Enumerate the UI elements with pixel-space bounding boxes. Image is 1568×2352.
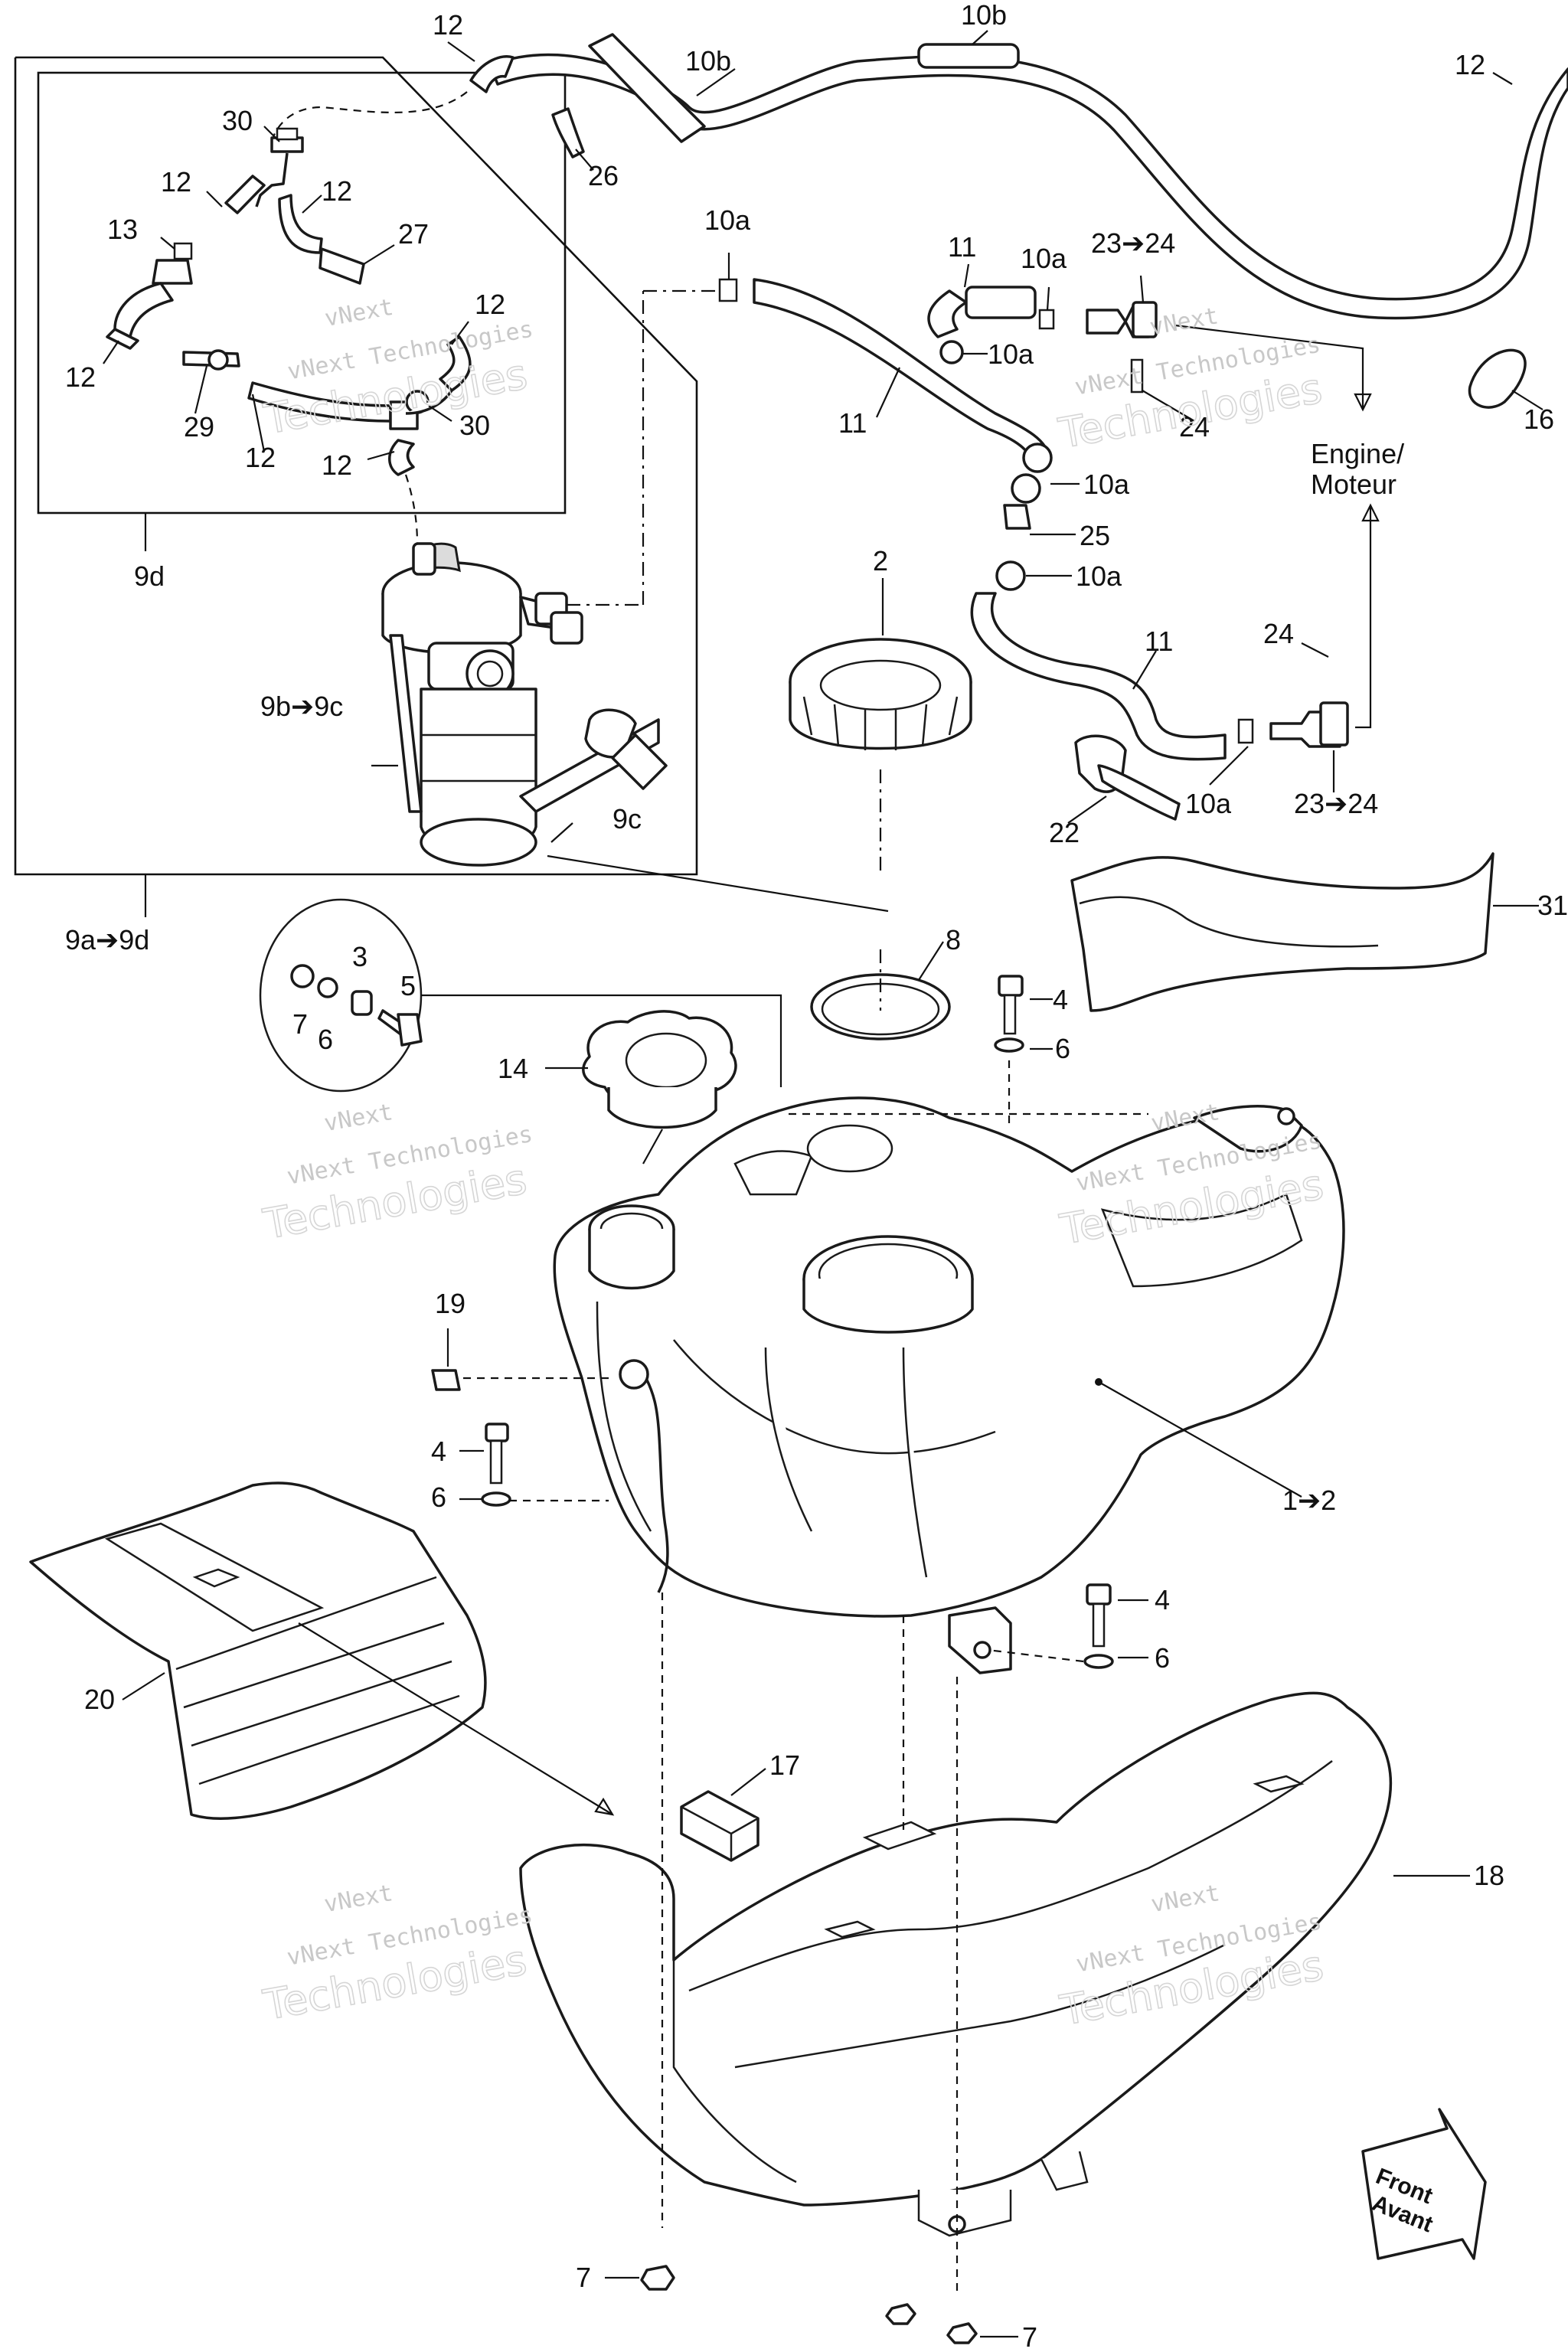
label-10a-right-1: 10a: [1083, 469, 1130, 500]
callout-labels: 12 10b 10b 12 30 12 12 13 27 12 12 29 30…: [65, 0, 1568, 2352]
bolt-washer-upper-right: [994, 975, 1053, 1125]
label-4-right: 4: [1155, 1584, 1170, 1615]
label-6-right: 6: [1155, 1642, 1170, 1674]
label-25: 25: [1080, 520, 1110, 551]
hose-clip-16: [1468, 348, 1544, 410]
label-31: 31: [1537, 890, 1568, 921]
fuel-tank-tray: [519, 1592, 1470, 2297]
grommet-19: [431, 1328, 612, 1391]
engine-label-line1: Engine/: [1311, 438, 1404, 469]
label-4-upper: 4: [1053, 984, 1068, 1015]
label-11-mid: 11: [838, 407, 867, 439]
label-4-left: 4: [431, 1436, 446, 1467]
label-18: 18: [1474, 1860, 1504, 1891]
label-30-lower: 30: [459, 410, 490, 441]
label-12-a: 12: [161, 166, 191, 198]
label-13: 13: [107, 214, 138, 245]
label-24-top: 24: [1179, 411, 1210, 443]
lock-ring: [789, 638, 972, 750]
label-12-right: 12: [1455, 49, 1485, 80]
label-11-top: 11: [948, 231, 976, 263]
heat-shield: [1070, 852, 1539, 1012]
label-10a-upper-mid: 10a: [1021, 243, 1067, 274]
bolt-washer-right: [987, 1583, 1148, 1669]
label-10a-top: 10a: [704, 204, 751, 236]
leader-lines: [103, 30, 1513, 981]
label-12-f: 12: [322, 449, 352, 481]
label-10a-lower: 10a: [1185, 788, 1232, 819]
label-22: 22: [1049, 817, 1080, 848]
fuel-pump-unit: [381, 289, 716, 867]
label-7-detail: 7: [292, 1008, 308, 1040]
label-10b-left: 10b: [685, 45, 731, 77]
label-17: 17: [769, 1749, 800, 1781]
fuel-tank: [553, 1096, 1345, 1674]
label-19: 19: [435, 1288, 466, 1319]
fuel-filler-cap: [545, 1010, 737, 1165]
label-23-24-top: 23➔24: [1091, 227, 1175, 259]
label-16: 16: [1524, 403, 1554, 435]
watermark-3-line1: vNext: [322, 1099, 395, 1137]
label-9c: 9c: [612, 803, 642, 835]
label-10a-mid: 10a: [988, 338, 1034, 370]
pad-17: [680, 1768, 766, 1862]
label-29: 29: [184, 411, 214, 443]
label-6-detail: 6: [318, 1024, 333, 1055]
label-6-upper: 6: [1055, 1033, 1070, 1064]
label-26: 26: [588, 160, 619, 191]
label-12-c: 12: [475, 289, 505, 320]
label-9d: 9d: [134, 560, 165, 592]
bolt-washer-left: [459, 1423, 609, 1507]
label-2: 2: [873, 545, 888, 577]
label-24-lower: 24: [1263, 618, 1294, 649]
front-direction-arrow: [1361, 2108, 1487, 2260]
label-9a-9d: 9a➔9d: [65, 924, 149, 956]
label-20: 20: [84, 1684, 115, 1715]
label-3: 3: [352, 941, 368, 972]
pump-hose-network: [106, 127, 472, 544]
label-23-24-lower: 23➔24: [1294, 788, 1378, 819]
watermark-2-line1: vNext: [1148, 302, 1220, 341]
engine-label-line2: Moteur: [1311, 469, 1396, 500]
fuel-supply-hoses: [718, 278, 1380, 821]
watermark-1-line1: vNext: [322, 294, 395, 332]
nut-7-bottom-right: [885, 2303, 1018, 2344]
label-10a-right-2: 10a: [1076, 560, 1122, 592]
label-12-d: 12: [65, 361, 96, 393]
label-10b-right: 10b: [961, 0, 1007, 31]
nut-7-bottom-left: [605, 2265, 675, 2291]
label-12-e: 12: [245, 442, 276, 473]
vent-hose-assembly: [270, 33, 1568, 320]
skid-plate: [29, 1481, 615, 1820]
label-8: 8: [946, 924, 961, 956]
label-12-b: 12: [322, 175, 352, 207]
watermark-5-line1: vNext: [322, 1880, 395, 1918]
label-11-lower: 11: [1145, 626, 1173, 657]
label-7-lower-left: 7: [576, 2262, 591, 2293]
label-7-lower-right: 7: [1022, 2321, 1037, 2352]
fuel-pump-assembly-frame: [14, 56, 698, 917]
mounting-hardware-detail: [259, 898, 782, 1093]
label-12-top: 12: [433, 9, 463, 41]
label-5: 5: [400, 970, 416, 1001]
label-14: 14: [498, 1053, 528, 1084]
label-6-left: 6: [431, 1481, 446, 1513]
label-9b-9c: 9b➔9c: [260, 691, 343, 722]
label-1-2: 1➔2: [1282, 1485, 1336, 1516]
hose-clip-26: [551, 107, 594, 171]
label-27: 27: [398, 218, 429, 250]
label-30-upper: 30: [222, 105, 253, 136]
